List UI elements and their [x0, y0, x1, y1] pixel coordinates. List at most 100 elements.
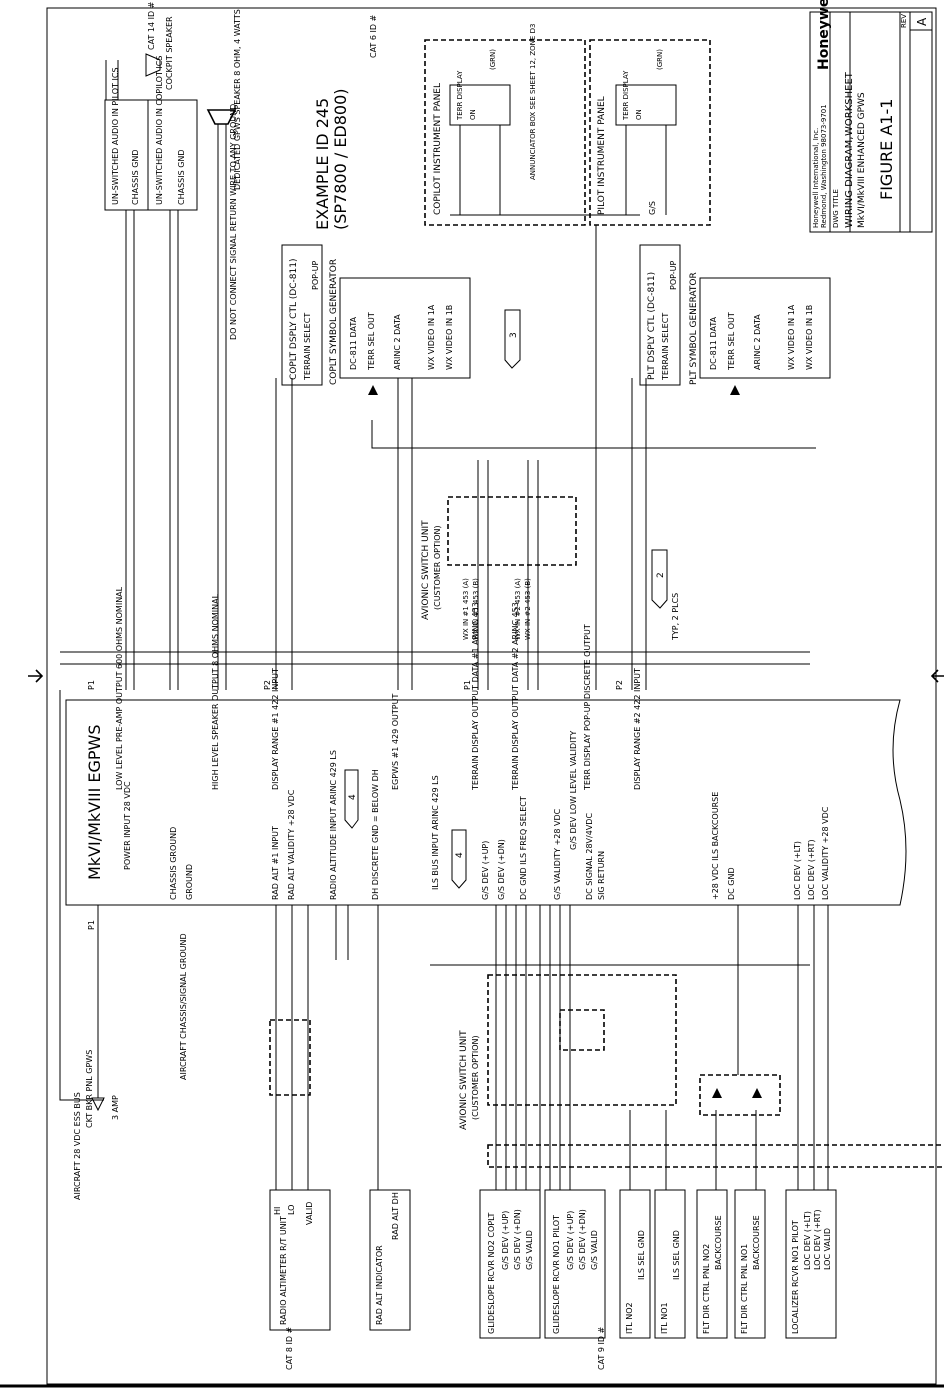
svg-text:WX IN #1 453 (A): WX IN #1 453 (A) [462, 578, 470, 640]
copilot-display-control: COPLT DSPLY CTL (DC-811) TERRAIN SELECT … [281, 244, 323, 386]
company-logo: Honeywell [816, 0, 832, 70]
svg-text:TERR SEL OUT: TERR SEL OUT [367, 312, 376, 371]
svg-text:LOCALIZER RCVR NO1 PILOT: LOCALIZER RCVR NO1 PILOT [791, 1220, 800, 1334]
dc-signal-label: DC SIGNAL 28V/4VDC [585, 813, 594, 900]
svg-text:WX VIDEO IN 1B: WX VIDEO IN 1B [445, 305, 454, 370]
sig-return-label: SIG RETURN [597, 851, 606, 900]
dedicated-speaker-icon [206, 109, 237, 125]
pilot-display-control: PLT DSPLY CTL (DC-811) TERRAIN SELECT PO… [639, 244, 681, 386]
svg-text:FLT DIR CTRL PNL NO1: FLT DIR CTRL PNL NO1 [740, 1244, 749, 1334]
svg-text:AIRCRAFT CHASSIS/SIGNAL GROUND: AIRCRAFT CHASSIS/SIGNAL GROUND [179, 933, 188, 1080]
chassis-ground-label: CHASSIS GROUND [169, 827, 178, 900]
svg-text:3 AMP: 3 AMP [111, 1095, 120, 1120]
example-id: EXAMPLE ID 245 [313, 98, 332, 230]
terr-popup-label: TERR DISPLAY POP-UP DISCRETE OUTPUT [583, 624, 592, 791]
svg-text:AIRCRAFT 28 VDC ESS BUS: AIRCRAFT 28 VDC ESS BUS [73, 1092, 82, 1200]
do-not-connect-note: DO NOT CONNECT SIGNAL RETURN WIRE TO ANY… [229, 104, 238, 340]
loc-dev-rt-label: LOC DEV (+RT) [807, 839, 816, 900]
svg-text:ITL NO2: ITL NO2 [625, 1302, 634, 1334]
svg-text:COPLT DSPLY CTL (DC-811): COPLT DSPLY CTL (DC-811) [289, 259, 299, 381]
marker-4-lower: 4 [451, 829, 467, 889]
svg-text:G/S DEV (+UP): G/S DEV (+UP) [501, 1211, 510, 1270]
svg-text:G/S DEV (+DN): G/S DEV (+DN) [513, 1209, 522, 1270]
copilot-instrument-panel: COPILOT INSTRUMENT PANEL TERR DISPLAY ON… [424, 24, 657, 226]
svg-text:AVIONIC SWITCH UNIT: AVIONIC SWITCH UNIT [421, 520, 431, 620]
svg-text:3: 3 [509, 332, 519, 338]
worksheet-label: WORKSHEET [844, 71, 855, 136]
svg-text:G/S VALID: G/S VALID [590, 1230, 599, 1270]
company-small-1: Honeywell International, Inc. [812, 128, 820, 228]
svg-text:UN-SWITCHED AUDIO IN PILOT ICS: UN-SWITCHED AUDIO IN PILOT ICS [111, 67, 120, 205]
svg-text:(CUSTOMER OPTION): (CUSTOMER OPTION) [433, 525, 442, 610]
ils-bus-label: ILS BUS INPUT ARINC 429 LS [431, 775, 440, 890]
svg-text:HI: HI [273, 1207, 282, 1215]
svg-text:(GRN): (GRN) [489, 49, 497, 70]
cat8-label: CAT 8 ID # [285, 1326, 294, 1370]
svg-text:ON: ON [635, 109, 643, 120]
svg-text:CKT BKR PNL GPWS: CKT BKR PNL GPWS [85, 1050, 94, 1128]
svg-text:GLIDESLOPE RCVR NO1 PILOT: GLIDESLOPE RCVR NO1 PILOT [552, 1215, 561, 1334]
pilot-terr-display-annunciator [615, 84, 677, 126]
dc-gnd-label: DC GND [727, 867, 736, 900]
glideslope-pilot: GLIDESLOPE RCVR NO1 PILOT G/S DEV (+UP) … [544, 1189, 606, 1339]
svg-text:WX VIDEO IN 1A: WX VIDEO IN 1A [787, 304, 796, 370]
sheet-border [46, 7, 937, 1385]
egpws-unit: MkVI/MkVIII EGPWS P1 P2 P1 P2 P1 POWER I… [65, 586, 907, 930]
marker-4-upper: 4 [344, 769, 359, 829]
svg-text:DC-811 DATA: DC-811 DATA [349, 316, 358, 370]
flt-dir-1: FLT DIR CTRL PNL NO1 BACKCOURSE [734, 1189, 766, 1339]
svg-text:AVIONIC SWITCH UNIT: AVIONIC SWITCH UNIT [459, 1030, 469, 1130]
svg-text:WX VIDEO IN 1B: WX VIDEO IN 1B [805, 305, 814, 370]
svg-text:G/S DEV (+DN): G/S DEV (+DN) [578, 1209, 587, 1270]
svg-text:LOC DEV (+LT): LOC DEV (+LT) [803, 1211, 812, 1270]
svg-text:LOC VALID: LOC VALID [823, 1228, 832, 1270]
svg-text:WX IN #2 453 (A): WX IN #2 453 (A) [514, 578, 522, 640]
flt-dir-2: FLT DIR CTRL PNL NO2 BACKCOURSE [696, 1189, 728, 1339]
low-level-output-label: LOW LEVEL PRE-AMP OUTPUT 600 OHMS NOMINA… [115, 586, 124, 790]
marker-3: 3 [504, 309, 521, 369]
svg-text:LO: LO [287, 1205, 296, 1215]
svg-text:(CUSTOMER OPTION): (CUSTOMER OPTION) [471, 1035, 480, 1120]
power-input-label: POWER INPUT 28 VDC [123, 781, 132, 870]
svg-text:G/S VALID: G/S VALID [525, 1230, 534, 1270]
svg-text:RADIO ALTIMETER R/T UNIT: RADIO ALTIMETER R/T UNIT [279, 1216, 288, 1325]
svg-text:ITL NO1: ITL NO1 [660, 1302, 669, 1334]
svg-text:ILS SEL GND: ILS SEL GND [637, 1230, 646, 1280]
p1-label-top: P1 [87, 680, 96, 690]
svg-text:WX VIDEO IN 1A: WX VIDEO IN 1A [427, 304, 436, 370]
backcourse-diode-box [699, 1074, 781, 1116]
p1-label-bottom: P1 [87, 920, 96, 930]
svg-text:COPILOT INSTRUMENT PANEL: COPILOT INSTRUMENT PANEL [433, 83, 443, 215]
dwg-subtitle: MkVI/MkVIII ENHANCED GPWS [857, 92, 867, 228]
svg-text:RAD ALT INDICATOR: RAD ALT INDICATOR [375, 1245, 384, 1325]
dwg-title: WIRING DIAGRAM, [844, 137, 855, 228]
p2-label-right: P2 [615, 680, 624, 690]
example-model: (SP7800 / ED800) [331, 88, 350, 230]
power-input: CKT BKR PNL GPWS 3 AMP AIRCRAFT 28 VDC E… [59, 690, 188, 1200]
dh-discrete-label: DH DISCRETE GND = BELOW DH [371, 769, 380, 900]
svg-text:(GRN): (GRN) [656, 49, 664, 70]
display-range-2-label: DISPLAY RANGE #2 422 INPUT [633, 668, 642, 790]
svg-text:ILS SEL GND: ILS SEL GND [672, 1230, 681, 1280]
rad-alt-input-label: RAD ALT #1 INPUT [271, 826, 280, 900]
diode-pilot [730, 385, 740, 395]
avionic-switch-unit-bottom: AVIONIC SWITCH UNIT (CUSTOMER OPTION) [459, 974, 677, 1130]
display-range-1-label: DISPLAY RANGE #1 422 INPUT [271, 668, 280, 790]
svg-text:RAD ALT DH: RAD ALT DH [391, 1192, 400, 1240]
wiring-buses [60, 225, 944, 1190]
svg-text:PLT SYMBOL GENERATOR: PLT SYMBOL GENERATOR [689, 272, 699, 385]
ground-label: GROUND [185, 864, 194, 900]
cat6-label: CAT 6 ID # [369, 14, 378, 58]
high-level-output-label: HIGH LEVEL SPEAKER OUTPUT 8 OHMS NOMINAL [211, 593, 220, 790]
glideslope-copilot: GLIDESLOPE RCVR NO2 COPLT G/S DEV (+UP) … [479, 1189, 541, 1339]
diode-right [752, 1088, 762, 1098]
svg-text:4: 4 [348, 794, 358, 800]
svg-text:POP-UP: POP-UP [311, 260, 320, 290]
egpws-429-output-label: EGPWS #1 429 OUTPUT [391, 694, 400, 790]
rad-alt-validity-label: RAD ALT VALIDITY +28 VDC [287, 789, 296, 900]
dc-gnd-ils-label: DC GND ILS FREQ SELECT [519, 796, 528, 900]
p1-label-mid: P1 [463, 680, 472, 690]
itl-2: ITL NO2 ILS SEL GND [619, 1189, 651, 1339]
svg-text:BACKCOURSE: BACKCOURSE [752, 1215, 761, 1270]
terrain-display-2-label: TERRAIN DISPLAY OUTPUT DATA #2 ARINC 453 [511, 602, 520, 791]
